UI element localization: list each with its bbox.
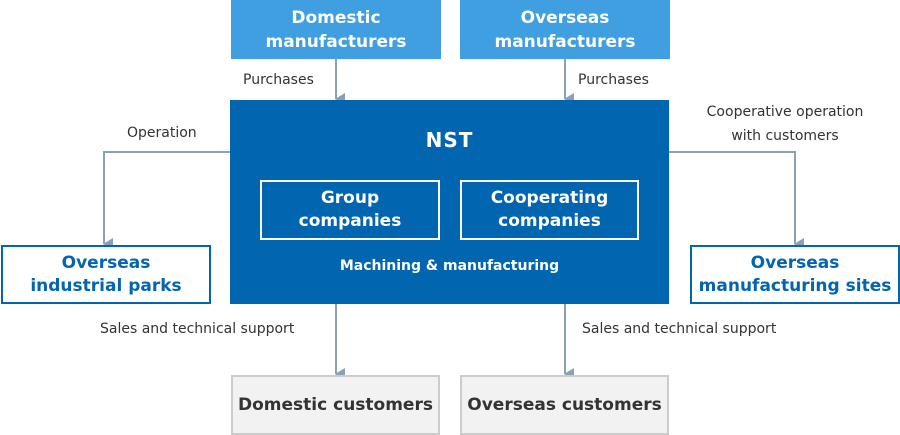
cooperative-operation-label: Cooperative operation with customers [706, 104, 864, 144]
purchases-label-right: Purchases [578, 72, 649, 88]
domestic-manufacturers-label: Domestic manufacturers [265, 7, 407, 52]
nst-title: NST [425, 128, 474, 152]
domestic-manufacturers-box: Domestic manufacturers [231, 0, 441, 59]
overseas-customers-label: Overseas customers [467, 395, 662, 415]
sales-support-label-right: Sales and technical support [582, 321, 777, 337]
purchases-label-left: Purchases [243, 72, 314, 88]
cooperating-companies-label: Cooperating companies [490, 188, 609, 231]
sales-support-label-left: Sales and technical support [100, 321, 295, 337]
overseas-industrial-parks-box: Overseas industrial parks [1, 245, 211, 304]
overseas-manufacturing-sites-label: Overseas manufacturing sites [698, 252, 892, 296]
overseas-manufacturing-sites-box: Overseas manufacturing sites [690, 245, 900, 304]
arrow-operation [103, 151, 230, 250]
arrow-cooperative-operation [669, 151, 804, 250]
domestic-customers-box: Domestic customers [231, 375, 440, 435]
group-companies-box: Group companies [260, 180, 440, 240]
overseas-customers-box: Overseas customers [460, 375, 669, 435]
operation-label: Operation [127, 125, 197, 141]
overseas-manufacturers-box: Overseas manufacturers [460, 0, 670, 59]
cooperating-companies-box: Cooperating companies [460, 180, 639, 240]
nst-box: NST Group companies Cooperating companie… [230, 100, 669, 304]
group-companies-label: Group companies [298, 188, 402, 231]
overseas-manufacturers-label: Overseas manufacturers [494, 7, 636, 52]
domestic-customers-label: Domestic customers [238, 395, 433, 415]
overseas-industrial-parks-label: Overseas industrial parks [30, 252, 182, 296]
machining-caption: Machining & manufacturing [339, 258, 560, 274]
